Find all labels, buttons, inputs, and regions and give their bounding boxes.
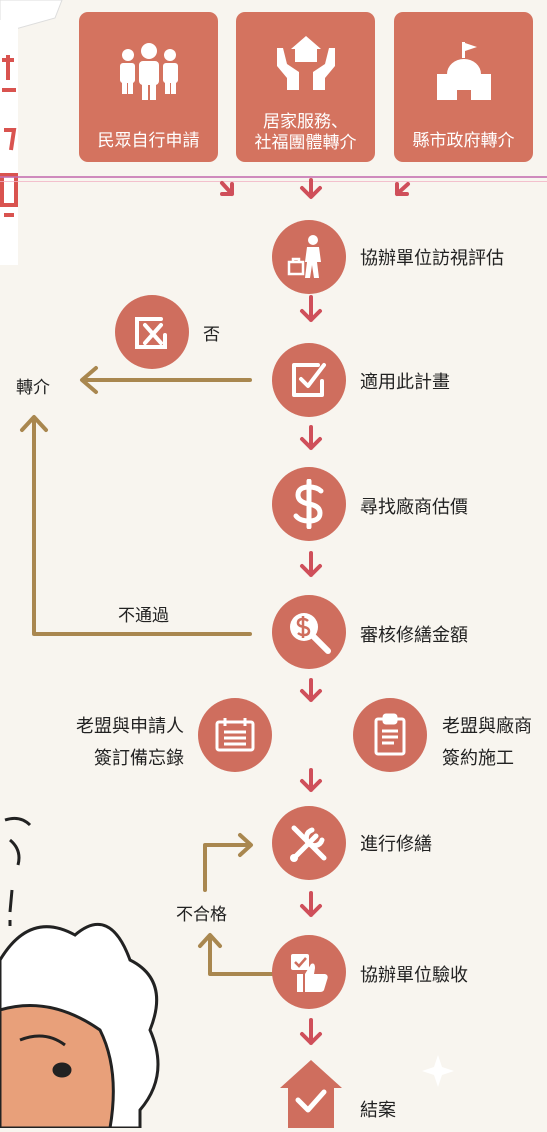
cancel-icon <box>135 317 167 349</box>
source-box-government-referral: 縣市政府轉介 <box>394 12 533 162</box>
tools-icon <box>290 825 327 862</box>
step-inspect-circle <box>272 935 346 1009</box>
source-label-line1: 居家服務、 <box>263 112 348 132</box>
branch-not-passed-label: 不通過 <box>118 606 169 626</box>
flow-arrows <box>300 295 322 1045</box>
step-close-label: 結案 <box>360 1100 396 1121</box>
branch-referral-label: 轉介 <box>16 378 50 398</box>
dollar-icon <box>293 479 324 529</box>
step-applicable-label: 適用此計畫 <box>360 372 450 393</box>
branch-no-label: 否 <box>203 325 220 345</box>
magnifier-dollar-icon <box>290 613 331 654</box>
step-sign-memo-line2: 簽訂備忘錄 <box>94 748 184 769</box>
step-repair-circle <box>272 806 346 880</box>
step-review-label: 審核修繕金額 <box>360 625 468 646</box>
step-sign-memo-line1: 老盟與申請人 <box>76 716 184 737</box>
source-label-line2: 社福團體轉介 <box>254 133 357 153</box>
source-label: 縣市政府轉介 <box>412 131 515 151</box>
rejected-circle <box>115 295 189 369</box>
step-sign-contract-line2: 簽約施工 <box>442 748 514 769</box>
step-sign-memo-label: 老盟與申請人 簽訂備忘錄 <box>58 712 184 770</box>
step-sign-contract-circle <box>353 698 427 772</box>
house-check-icon <box>280 1060 342 1128</box>
source-box-service-referral: 居家服務、 社福團體轉介 <box>236 12 375 162</box>
clipboard-icon <box>374 713 406 756</box>
cartoon-character <box>0 816 160 1128</box>
step-review-circle <box>272 595 346 669</box>
step-sign-contract-label: 老盟與廠商 簽約施工 <box>442 712 532 770</box>
step-sign-contract-line1: 老盟與廠商 <box>442 716 532 737</box>
step-sign-memo-circle <box>198 698 272 772</box>
step-inspect-label: 協辦單位驗收 <box>360 965 468 986</box>
branch-lines <box>20 366 274 976</box>
step-close-shape <box>278 1058 344 1128</box>
step-visit-circle <box>272 220 346 294</box>
source-arrows <box>220 178 410 199</box>
step-find-vendor-label: 尋找廠商估價 <box>360 497 468 518</box>
calendar-form-icon <box>215 718 255 752</box>
source-label: 民眾自行申請 <box>97 131 200 151</box>
red-strip-glyph <box>0 55 18 217</box>
branch-failed-label: 不合格 <box>176 905 227 925</box>
helping-hands-house-icon <box>276 36 335 90</box>
step-repair-label: 進行修繕 <box>360 834 432 855</box>
step-find-vendor-circle <box>272 467 346 541</box>
visitor-icon <box>287 235 321 278</box>
thumbs-up-icon <box>291 954 328 992</box>
step-applicable-circle <box>272 343 346 417</box>
government-building-icon <box>436 42 491 100</box>
source-box-self-apply: 民眾自行申請 <box>79 12 218 162</box>
source-label: 居家服務、 社福團體轉介 <box>236 112 375 154</box>
checkbox-icon <box>292 363 326 397</box>
people-icon <box>119 43 178 100</box>
sparkle-deco <box>422 1055 454 1087</box>
step-visit-label: 協辦單位訪視評估 <box>360 248 504 269</box>
